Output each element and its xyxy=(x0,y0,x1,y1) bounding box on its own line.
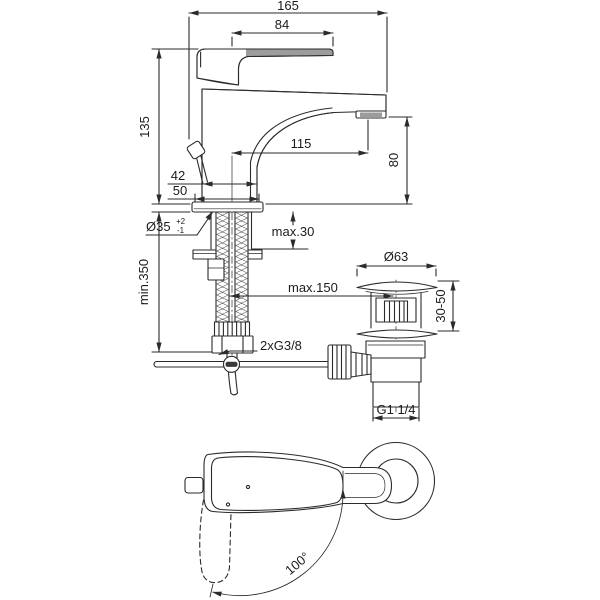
dim-outlet-height: 80 xyxy=(386,153,401,167)
drain-slip-nut xyxy=(365,340,426,359)
dim-rod-distance: max.150 xyxy=(288,280,338,295)
dim-waste-flange-diameter: Ø63 xyxy=(384,249,409,264)
spout-inner-edge xyxy=(249,107,333,203)
drain-side-outlet xyxy=(327,344,372,380)
dim-hole-tol-minus: -1 xyxy=(177,226,185,235)
dim-deck-thickness: max.30 xyxy=(272,224,315,239)
drain-flange xyxy=(356,281,438,292)
supply-hoses xyxy=(192,211,263,362)
top-view xyxy=(184,441,436,598)
dim-waste-thread: G1 1/4 xyxy=(376,402,415,417)
pop-up-knob-top xyxy=(184,476,204,494)
pop-up-knob xyxy=(186,140,209,185)
dim-swivel-angle: 100° xyxy=(282,549,312,578)
dim-hole-tol-plus: +2 xyxy=(176,217,186,226)
handle-lever xyxy=(196,48,334,86)
dim-handle-reach: 84 xyxy=(275,17,289,32)
dim-supply-thread: 2xG3/8 xyxy=(260,338,302,353)
dim-body-height: 135 xyxy=(137,116,152,138)
drain-lower-flange xyxy=(356,329,438,339)
dim-overall-width: 165 xyxy=(277,0,299,13)
dim-body-width: 42 xyxy=(171,168,185,183)
handle-top-view xyxy=(210,456,344,511)
dimension-labels: 165 84 135 115 80 42 50 Ø35 +2 -1 max.30… xyxy=(136,0,448,578)
dim-hose-length: min.350 xyxy=(136,259,151,305)
drain-tailpipe xyxy=(372,381,420,408)
mounting-bracket xyxy=(192,249,217,260)
pop-up-rod xyxy=(153,355,333,396)
dim-base-width: 50 xyxy=(173,183,187,198)
dim-spout-reach: 115 xyxy=(291,136,312,151)
lever-top-shading xyxy=(246,49,333,56)
base-plate xyxy=(191,201,264,213)
drain-plug-ribs xyxy=(383,300,409,323)
spout-under-edge xyxy=(256,111,335,203)
handle-swivel-position xyxy=(199,499,232,584)
dim-waste-clamp-range: 30-50 xyxy=(433,289,448,322)
swivel-arc xyxy=(212,489,344,597)
drain-assembly xyxy=(327,279,438,413)
mounting-nut xyxy=(207,258,225,281)
dim-hole-diameter: Ø35 xyxy=(146,219,171,234)
aerator xyxy=(355,110,387,119)
